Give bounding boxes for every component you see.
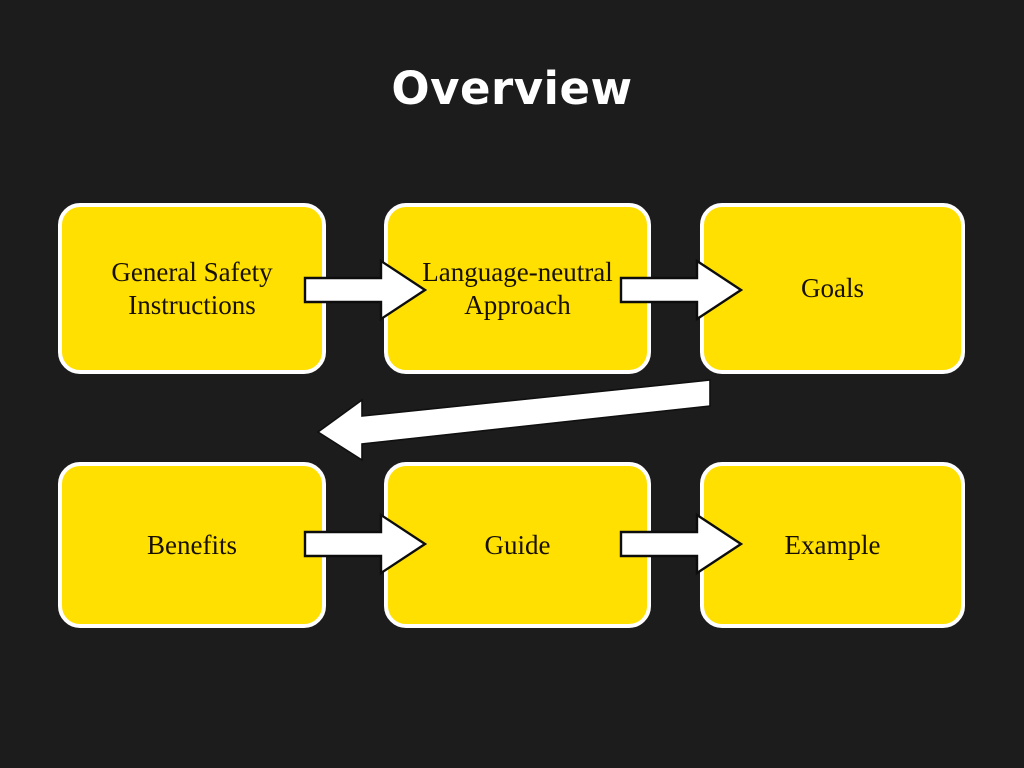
arrow-right-icon-safety-to-language bbox=[303, 258, 427, 322]
flow-box-label: General Safety Instructions bbox=[111, 256, 273, 320]
flow-box-label: Goals bbox=[801, 273, 864, 304]
arrow-right-icon-guide-to-example bbox=[619, 512, 743, 576]
arrow-left-icon-goals-to-benefits bbox=[310, 372, 722, 464]
page-title: Overview bbox=[391, 62, 633, 115]
flow-box-label: Example bbox=[784, 529, 881, 560]
flow-box-example[interactable]: Example bbox=[700, 462, 965, 628]
arrow-right-icon-benefits-to-guide bbox=[303, 512, 427, 576]
flow-box-general-safety-instructions[interactable]: General Safety Instructions bbox=[58, 203, 326, 374]
arrow-right-icon-language-to-goals bbox=[619, 258, 743, 322]
flow-box-label: Guide bbox=[484, 529, 551, 560]
flow-box-goals[interactable]: Goals bbox=[700, 203, 965, 374]
flow-box-language-neutral-approach[interactable]: Language-neutral Approach bbox=[384, 203, 651, 374]
flow-box-benefits[interactable]: Benefits bbox=[58, 462, 326, 628]
flow-box-label: Benefits bbox=[147, 529, 237, 560]
flow-box-label: Language-neutral Approach bbox=[422, 256, 613, 320]
